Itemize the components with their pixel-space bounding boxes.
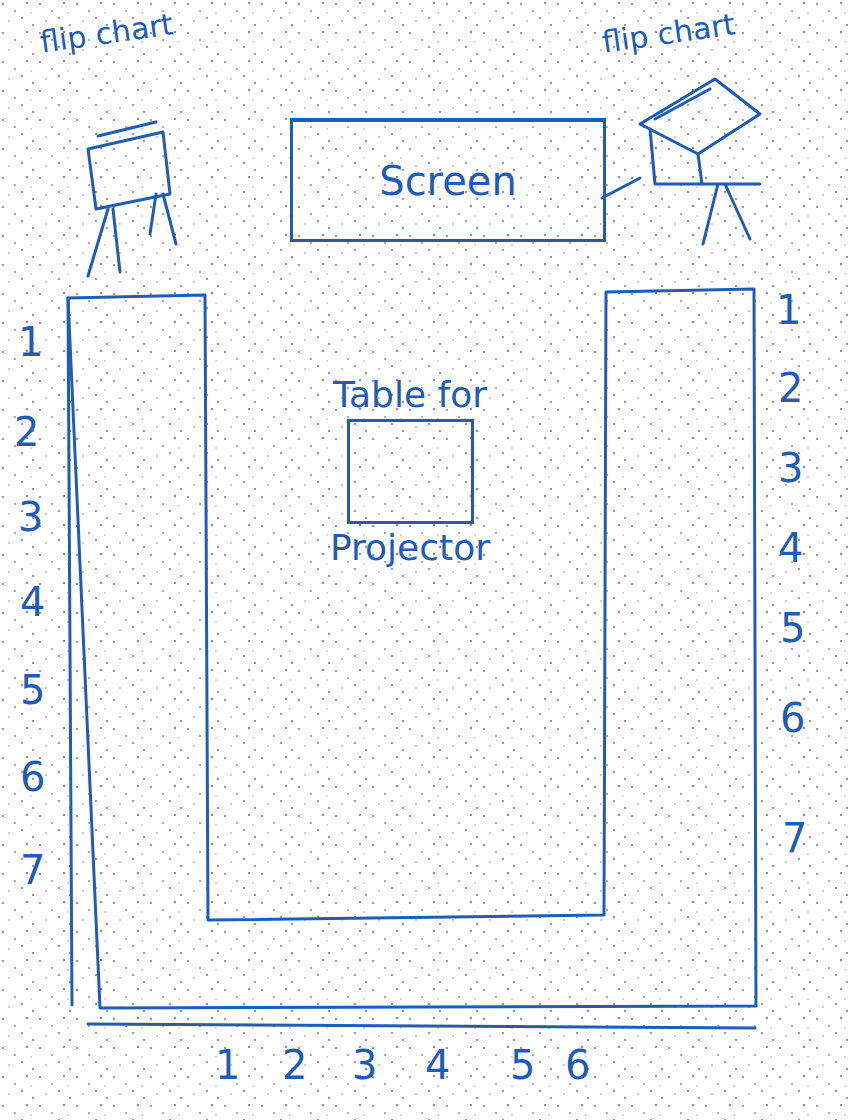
seat-number: 6 [565, 1045, 590, 1085]
seat-number: 1 [776, 290, 801, 330]
seat-number: 6 [20, 757, 45, 797]
seat-number: 3 [778, 448, 803, 488]
seat-number: 7 [782, 818, 807, 858]
seat-number: 3 [352, 1045, 377, 1085]
seat-number: 4 [778, 528, 803, 568]
seat-number: 2 [14, 412, 39, 452]
seat-number: 2 [778, 368, 803, 408]
seat-number: 5 [20, 670, 45, 710]
flip-chart-label: flip chart [600, 7, 737, 58]
projector-table: Table forProjector [280, 375, 540, 590]
seat-number: 1 [215, 1045, 240, 1085]
flip-chart: flip chart [38, 4, 218, 289]
screen-label: Screen [379, 159, 517, 203]
seat-number: 6 [780, 698, 805, 738]
seat-number: 3 [18, 497, 43, 537]
table-square [347, 419, 474, 524]
seat-number: 4 [20, 582, 45, 622]
seat-number: 5 [510, 1045, 535, 1085]
table-label: Table for [333, 375, 487, 415]
seat-number: 5 [780, 608, 805, 648]
screen-box: Screen [290, 118, 606, 242]
flip-chart: flip chart [600, 4, 810, 274]
seat-number: 4 [425, 1045, 450, 1085]
flip-chart-label: flip chart [38, 7, 175, 58]
table-label: Projector [330, 528, 490, 568]
seat-number: 2 [282, 1045, 307, 1085]
seat-number: 1 [18, 322, 43, 362]
seat-number: 7 [20, 850, 45, 890]
